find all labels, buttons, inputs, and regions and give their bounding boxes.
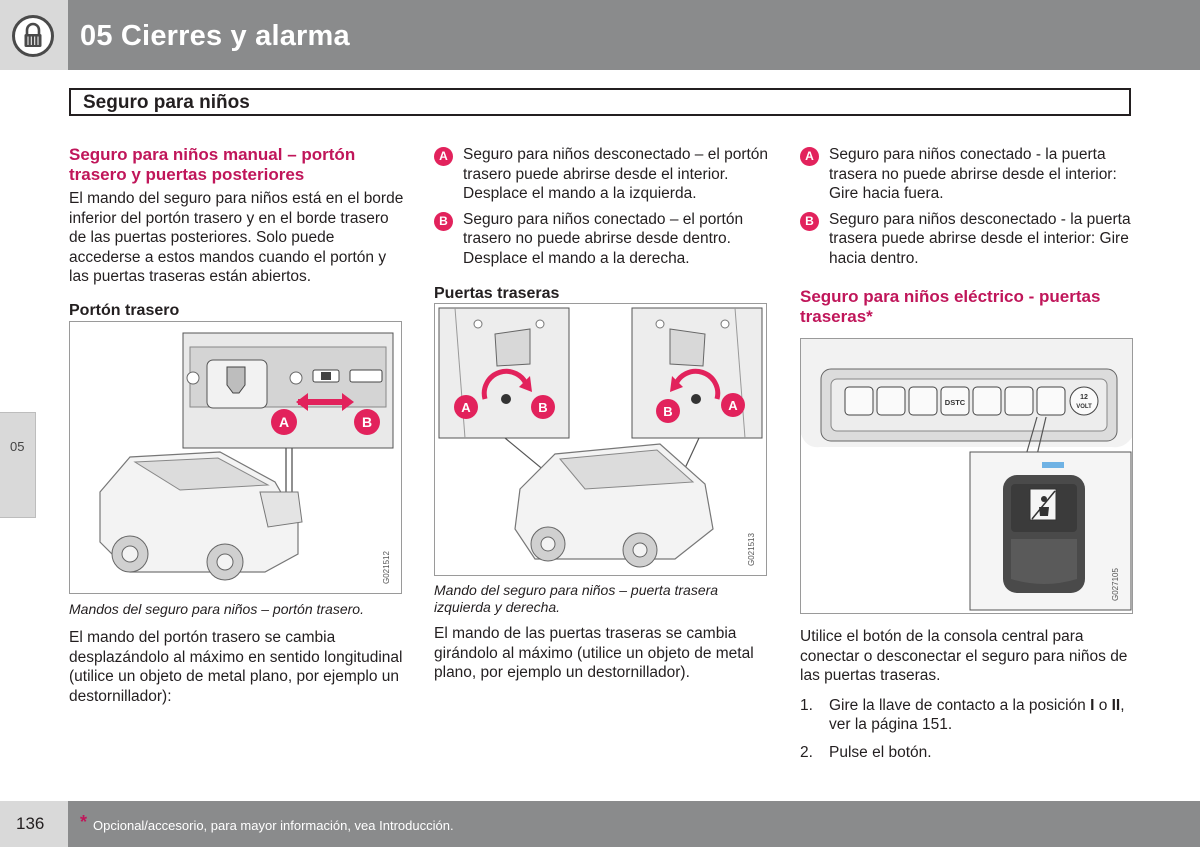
- volt-button-label-2: VOLT: [1076, 404, 1092, 410]
- column-1-lower: Mandos del seguro para niños – portón tr…: [69, 601, 405, 706]
- left-door-label-a: A: [461, 400, 471, 415]
- column-3-lower: Utilice el botón de la consola central p…: [800, 627, 1136, 762]
- step-2: 2. Pulse el botón.: [800, 743, 1136, 763]
- page-header: 05 Cierres y alarma: [0, 0, 1200, 70]
- badge-b-icon: B: [434, 211, 453, 231]
- tailgate-bullet-a-text: Seguro para niños desconectado – el port…: [463, 146, 769, 202]
- header-icon-tab: [0, 0, 68, 70]
- tailgate-caption: Mandos del seguro para niños – portón tr…: [69, 601, 364, 617]
- console-button-figure: DSTC 12 VOLT G027105: [800, 338, 1133, 614]
- step-2-number: 2.: [800, 743, 813, 761]
- page-number-tab: 136: [0, 801, 68, 847]
- rear-doors-subheading: Puertas traseras: [434, 285, 560, 302]
- rear-doors-figure: A B B A G021513: [434, 303, 767, 576]
- step-1-text-b: o: [1094, 696, 1112, 714]
- rear-doors-caption: Mando del seguro para niños – puerta tra…: [434, 582, 719, 615]
- column-2-lower: Mando del seguro para niños – puerta tra…: [434, 582, 770, 683]
- step-1-text-c: , ver la página 151.: [829, 696, 1125, 734]
- tailgate-figure-code: G021512: [382, 551, 391, 584]
- step-1-position-1: I: [1090, 696, 1095, 714]
- step-1-position-2: II: [1111, 696, 1121, 714]
- tailgate-label-a: A: [279, 414, 289, 430]
- electric-lock-body: Utilice el botón de la consola central p…: [800, 628, 1128, 685]
- section-title: Seguro para niños: [83, 92, 250, 113]
- section-title-box: Seguro para niños: [69, 88, 1131, 116]
- footer-note: Opcional/accesorio, para mayor informaci…: [93, 818, 454, 833]
- rear-door-bullet-b-text: Seguro para niños desconectado - la puer…: [829, 210, 1131, 267]
- column-1: Seguro para niños manual – portón traser…: [69, 145, 405, 321]
- manual-lock-heading: Seguro para niños manual – portón traser…: [69, 145, 356, 184]
- right-door-label-a: A: [728, 398, 738, 413]
- rear-doors-figure-code: G021513: [747, 533, 756, 566]
- tailgate-label-b: B: [362, 414, 372, 430]
- column-3: A Seguro para niños conectado - la puert…: [800, 145, 1136, 327]
- volt-button-label-1: 12: [1080, 394, 1088, 401]
- tailgate-bullet-b-text: Seguro para niños conectado – el portón …: [463, 210, 744, 267]
- dstc-button-label: DSTC: [945, 398, 966, 407]
- chapter-side-tab-label: 05: [10, 439, 25, 454]
- badge-a-icon: A: [434, 147, 453, 166]
- lock-icon: [12, 15, 54, 57]
- step-1-text-a: Gire la llave de contacto a la posición: [829, 696, 1091, 714]
- page-footer: 136 * Opcional/accesorio, para mayor inf…: [0, 801, 1200, 847]
- step-1-number: 1.: [800, 696, 813, 714]
- rear-door-bullet-a: A Seguro para niños conectado - la puert…: [800, 145, 1136, 204]
- badge-b-icon: B: [800, 211, 819, 231]
- page-number: 136: [16, 814, 45, 833]
- tailgate-bullet-a: A Seguro para niños desconectado – el po…: [434, 145, 770, 204]
- rear-door-bullet-a-text: Seguro para niños conectado - la puerta …: [829, 146, 1117, 202]
- tailgate-figure: A B G021512: [69, 321, 402, 594]
- tailgate-body: El mando del portón trasero se cambia de…: [69, 629, 403, 705]
- column-2: A Seguro para niños desconectado – el po…: [434, 145, 770, 304]
- tailgate-subheading: Portón trasero: [69, 301, 180, 319]
- step-1: 1. Gire la llave de contacto a la posici…: [800, 696, 1136, 735]
- chapter-title: 05 Cierres y alarma: [80, 20, 350, 52]
- manual-lock-intro: El mando del seguro para niños está en e…: [69, 190, 404, 286]
- badge-a-icon: A: [800, 147, 819, 166]
- rear-doors-body: El mando de las puertas traseras se camb…: [434, 625, 754, 682]
- steps-list: 1. Gire la llave de contacto a la posici…: [800, 696, 1136, 763]
- step-2-text: Pulse el botón.: [829, 743, 932, 761]
- asterisk-icon: *: [80, 812, 88, 832]
- rear-door-bullet-b: B Seguro para niños desconectado - la pu…: [800, 210, 1136, 269]
- chapter-side-tab: 05: [0, 412, 36, 518]
- footer-bar: * Opcional/accesorio, para mayor informa…: [68, 801, 1200, 847]
- electric-lock-heading: Seguro para niños eléctrico - puertas tr…: [800, 287, 1101, 326]
- console-figure-code: G027105: [1111, 568, 1120, 601]
- right-door-label-b: B: [663, 404, 672, 419]
- left-door-label-b: B: [538, 400, 547, 415]
- tailgate-bullet-b: B Seguro para niños conectado – el portó…: [434, 210, 770, 269]
